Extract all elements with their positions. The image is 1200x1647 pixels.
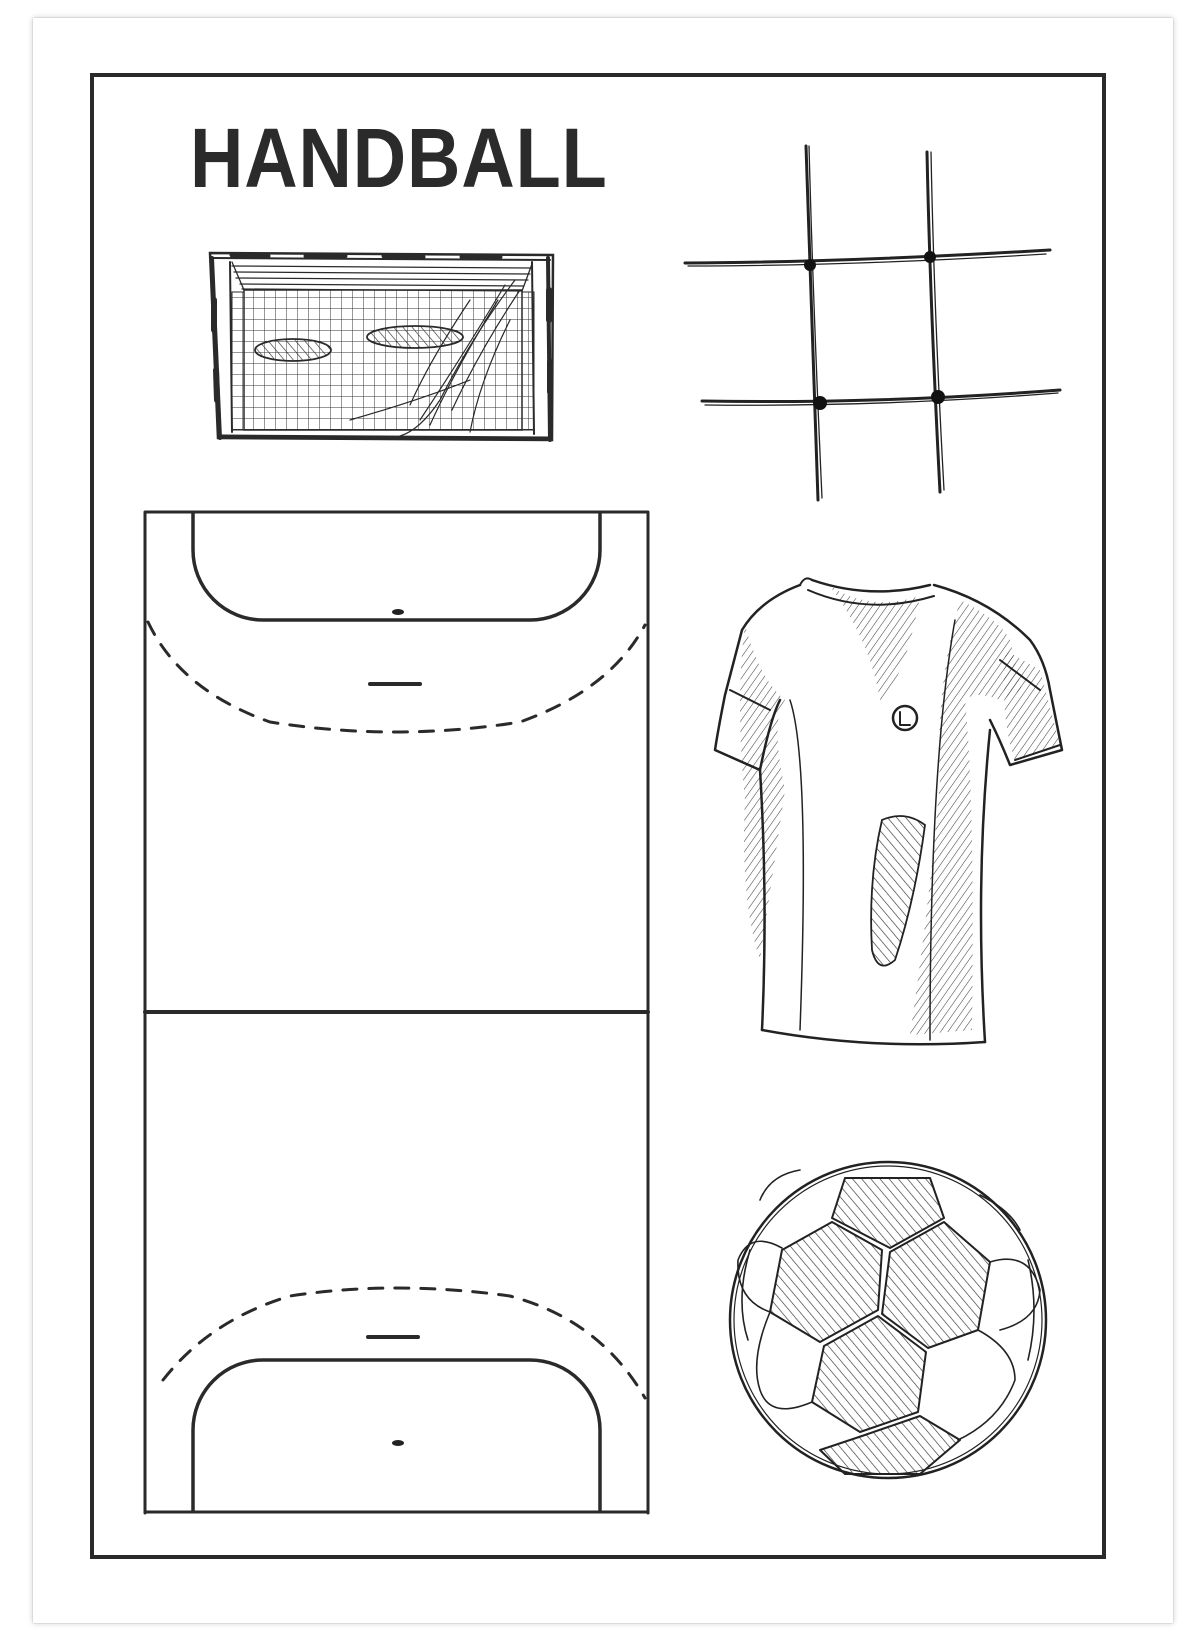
poster-frame: [90, 73, 1106, 1559]
goal-sketch: [208, 251, 555, 442]
jersey-sketch: [713, 577, 1064, 1046]
court-diagram: [143, 510, 650, 1515]
poster-title: HANDBALL: [190, 111, 608, 205]
net-detail-sketch: [683, 144, 1062, 502]
ball-sketch: [728, 1160, 1048, 1480]
